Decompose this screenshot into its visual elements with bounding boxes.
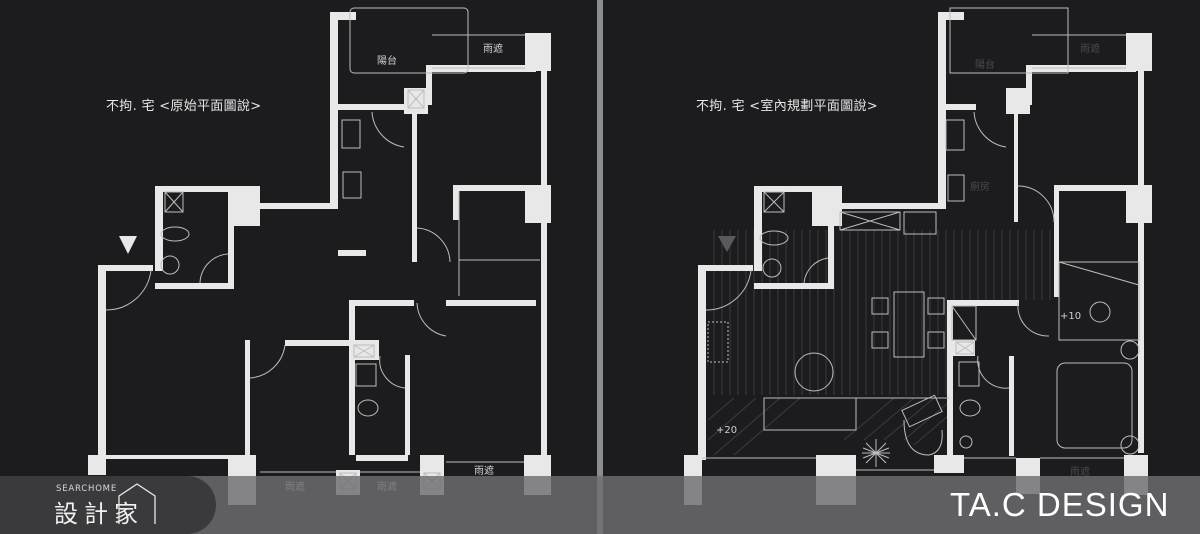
living-level-label: +20 — [716, 425, 738, 436]
interior-plan-title: 不拘. 宅 <室內規劃平面圖說> — [696, 99, 878, 114]
entry-triangle-icon — [119, 236, 137, 254]
house-outline-icon — [118, 483, 156, 524]
rain-shelter-label-top: 雨遮 — [1080, 44, 1100, 55]
rain-shelter-label-top: 雨遮 — [483, 44, 503, 55]
original-plan-title: 不拘. 宅 <原始平面圖說> — [106, 99, 262, 114]
rain-shelter-label-bottom-3: 雨遮 — [474, 466, 494, 477]
entry-triangle-icon — [718, 236, 736, 252]
balcony-label: 陽台 — [975, 60, 995, 71]
rain-shelter-label-bottom: 雨遮 — [1070, 467, 1090, 478]
logo-brand-name: 設計家 — [54, 500, 144, 528]
logo-pill — [0, 476, 216, 534]
original-floor-plan-panel: 不拘. 宅 <原始平面圖說> — [0, 0, 596, 534]
interior-plan-panel: 不拘. 宅 <室內規劃平面圖說> — [604, 0, 1200, 534]
bedroom-level-label: +10 — [1060, 311, 1082, 322]
balcony-label: 陽台 — [377, 56, 397, 67]
kitchen-label: 廚房 — [970, 182, 990, 193]
panel-divider — [596, 0, 604, 534]
logo-searchome-text: SEARCHOME — [56, 484, 117, 494]
interior-floor-plan-drawing — [684, 7, 1152, 505]
designer-brand: TA.C DESIGN — [950, 486, 1170, 523]
original-floor-plan-drawing — [88, 7, 551, 505]
